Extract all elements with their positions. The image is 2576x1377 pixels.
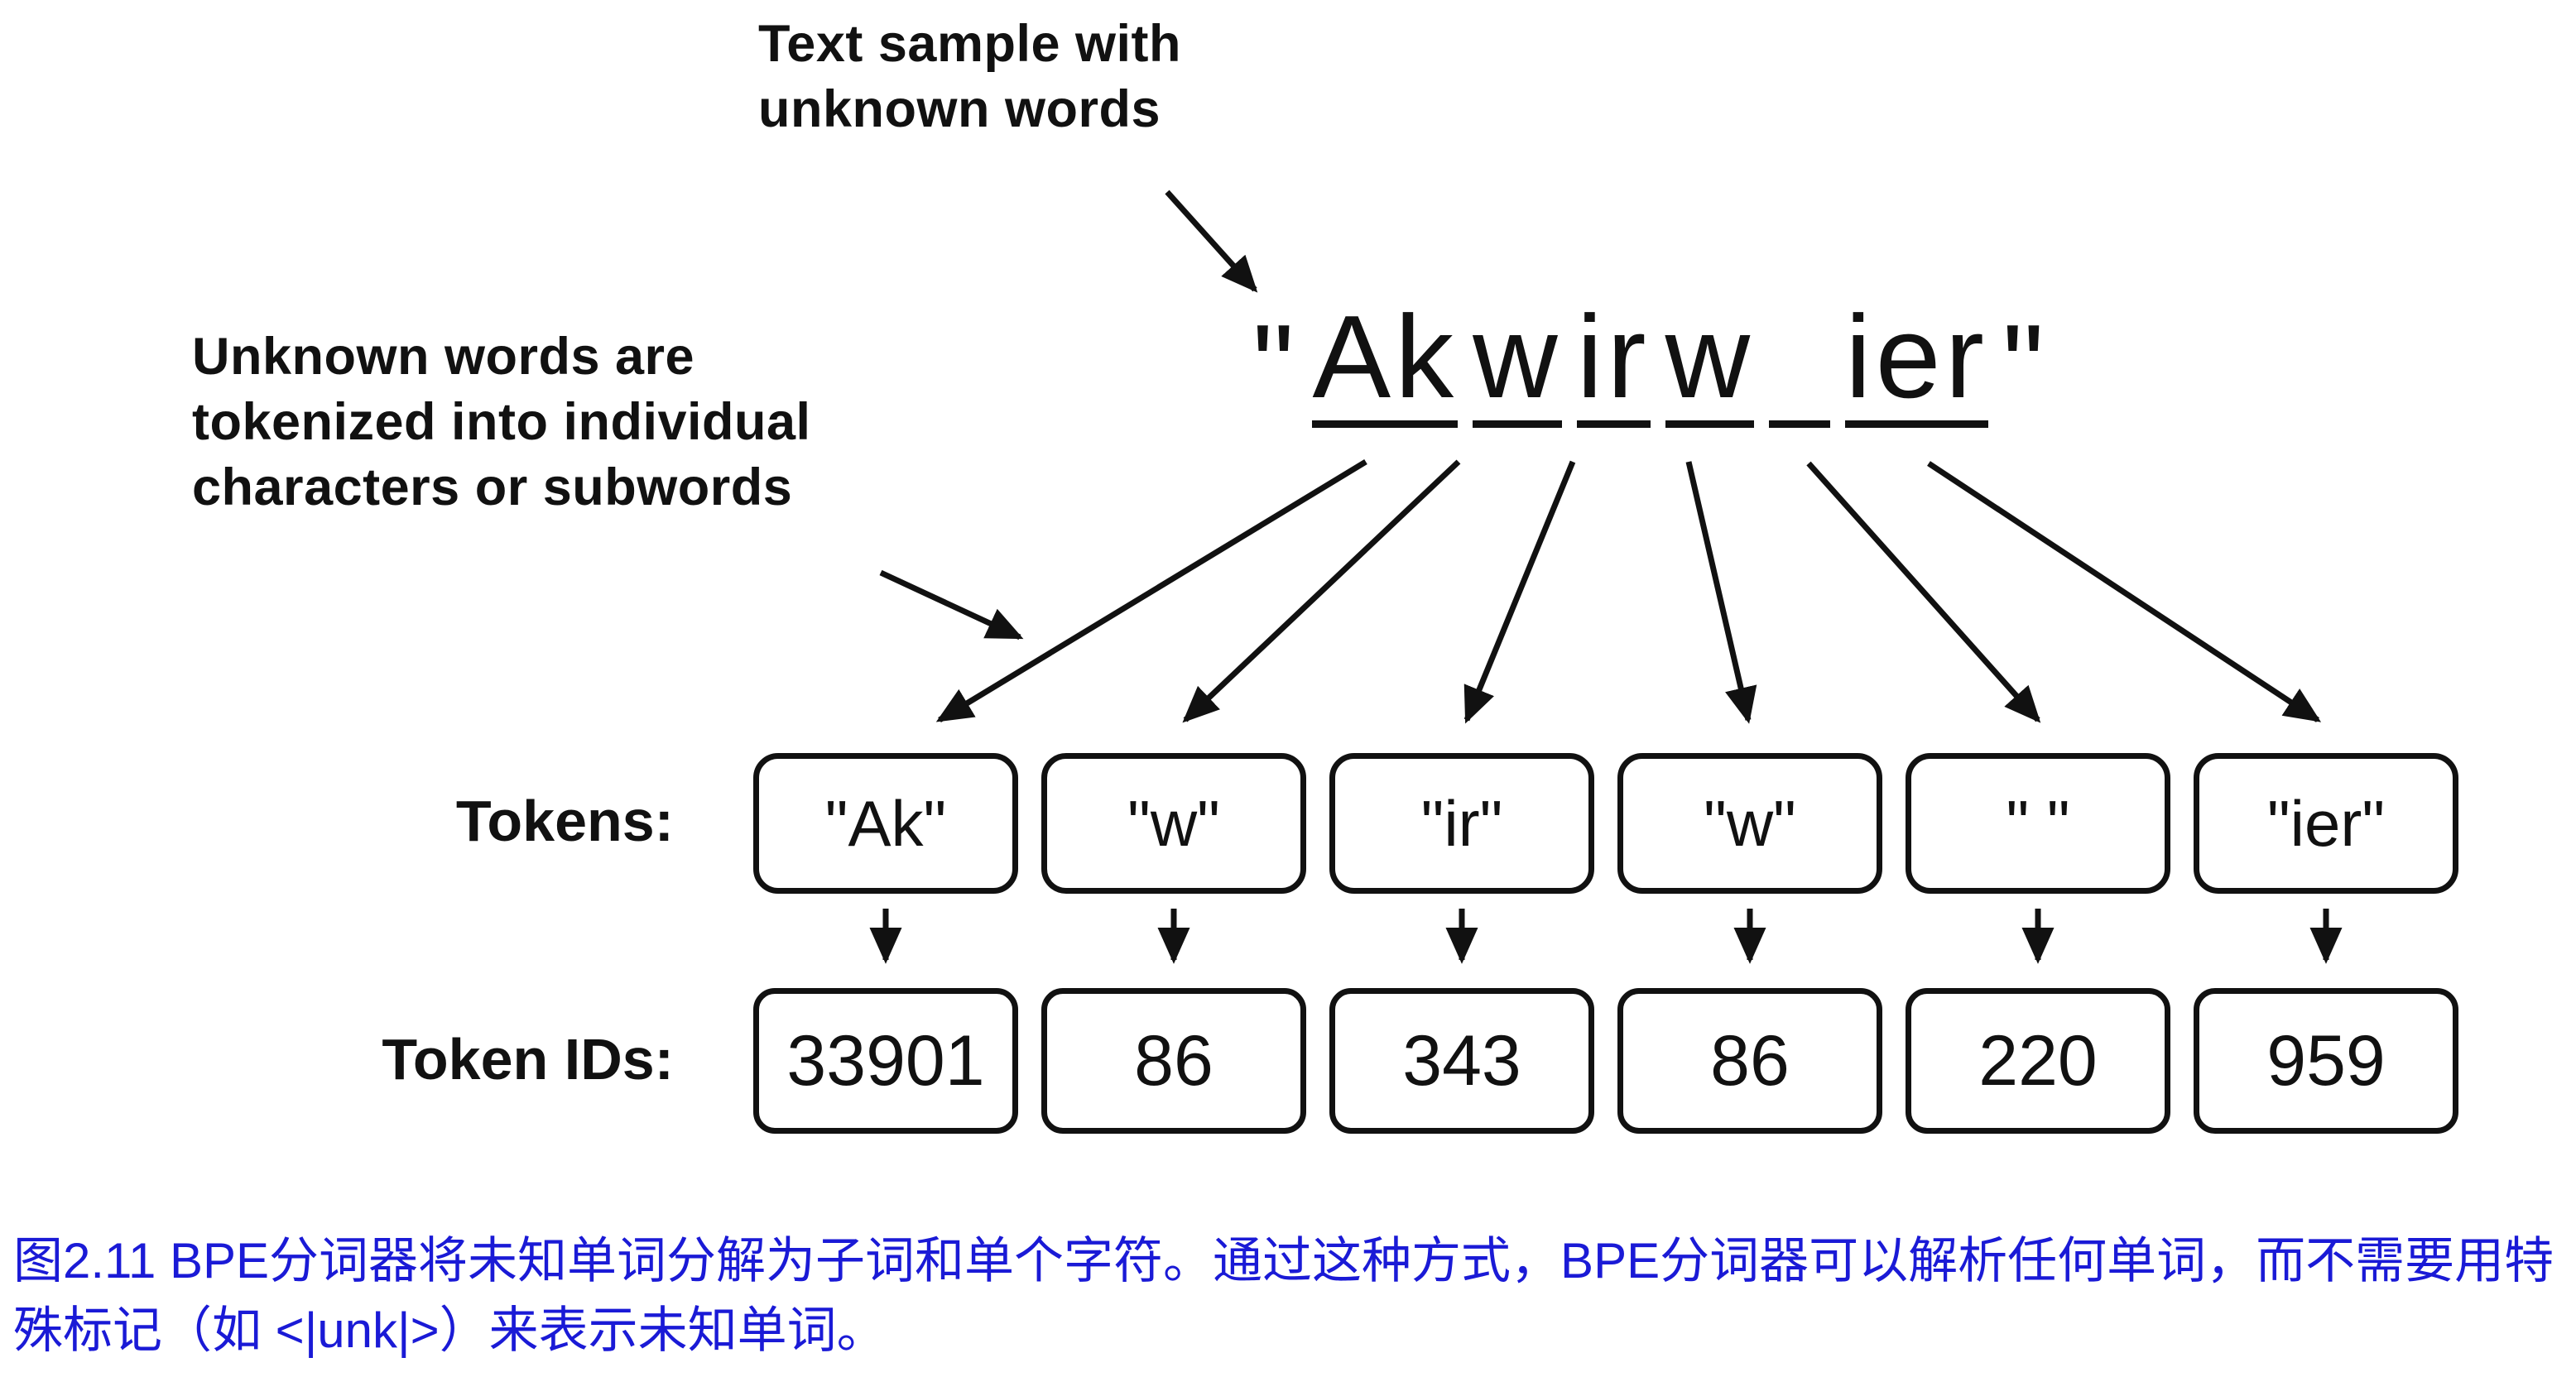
fan-arrow-4 (1685, 461, 1757, 724)
token-box-5: " " (1906, 753, 2170, 894)
token-box-4: "w" (1617, 753, 1882, 894)
segment-space (1769, 296, 1831, 428)
annotation-unknown-words-line3: characters or subwords (192, 458, 793, 516)
annotation-unknown-words: Unknown words are tokenized into individ… (192, 324, 811, 520)
annotation-text-sample-line2: unknown words (758, 79, 1161, 138)
fan-arrow-2 (1182, 459, 1461, 723)
segment-ier: ier (1845, 296, 1988, 428)
token-id-box-4: 86 (1617, 988, 1882, 1134)
open-quote: " (1252, 300, 1299, 432)
segment-w-2: w (1665, 296, 1755, 428)
annotation-unknown-words-line2: tokenized into individual (192, 392, 811, 451)
token-id-box-2: 86 (1041, 988, 1306, 1134)
token-box-2: "w" (1041, 753, 1306, 894)
annotation-text-sample: Text sample with unknown words (758, 12, 1181, 142)
token-ids-row: 33901 86 343 86 220 959 (753, 988, 2458, 1134)
token-box-1: "Ak" (753, 753, 1018, 894)
arrow-top-annotation (1165, 190, 1258, 293)
arrow-left-annotation (879, 569, 1024, 641)
token-box-3: "ir" (1329, 753, 1594, 894)
segment-ak: Ak (1312, 296, 1459, 428)
segment-ir: ir (1576, 296, 1651, 428)
annotation-unknown-words-line1: Unknown words are (192, 328, 695, 386)
annotation-text-sample-line1: Text sample with (758, 15, 1181, 73)
token-box-6: "ier" (2194, 753, 2458, 894)
tokens-label: Tokens: (455, 789, 674, 853)
fan-arrow-6 (1927, 461, 2322, 722)
fan-arrow-5 (1806, 461, 2041, 723)
sample-text: " Ak w ir w ier " (1246, 296, 2055, 428)
token-id-box-6: 959 (2194, 988, 2458, 1134)
segment-w-1: w (1473, 296, 1562, 428)
token-id-box-3: 343 (1329, 988, 1594, 1134)
fan-arrow-1 (935, 459, 1367, 722)
token-id-box-5: 220 (1906, 988, 2170, 1134)
fan-arrow-3 (1463, 460, 1576, 724)
token-ids-label: Token IDs: (382, 1027, 674, 1092)
tokens-row: "Ak" "w" "ir" "w" " " "ier" (753, 753, 2458, 894)
close-quote: " (2002, 300, 2049, 432)
token-id-box-1: 33901 (753, 988, 1018, 1134)
figure-caption: 图2.11 BPE分词器将未知单词分解为子词和单个字符。通过这种方式，BPE分词… (13, 1233, 2554, 1358)
